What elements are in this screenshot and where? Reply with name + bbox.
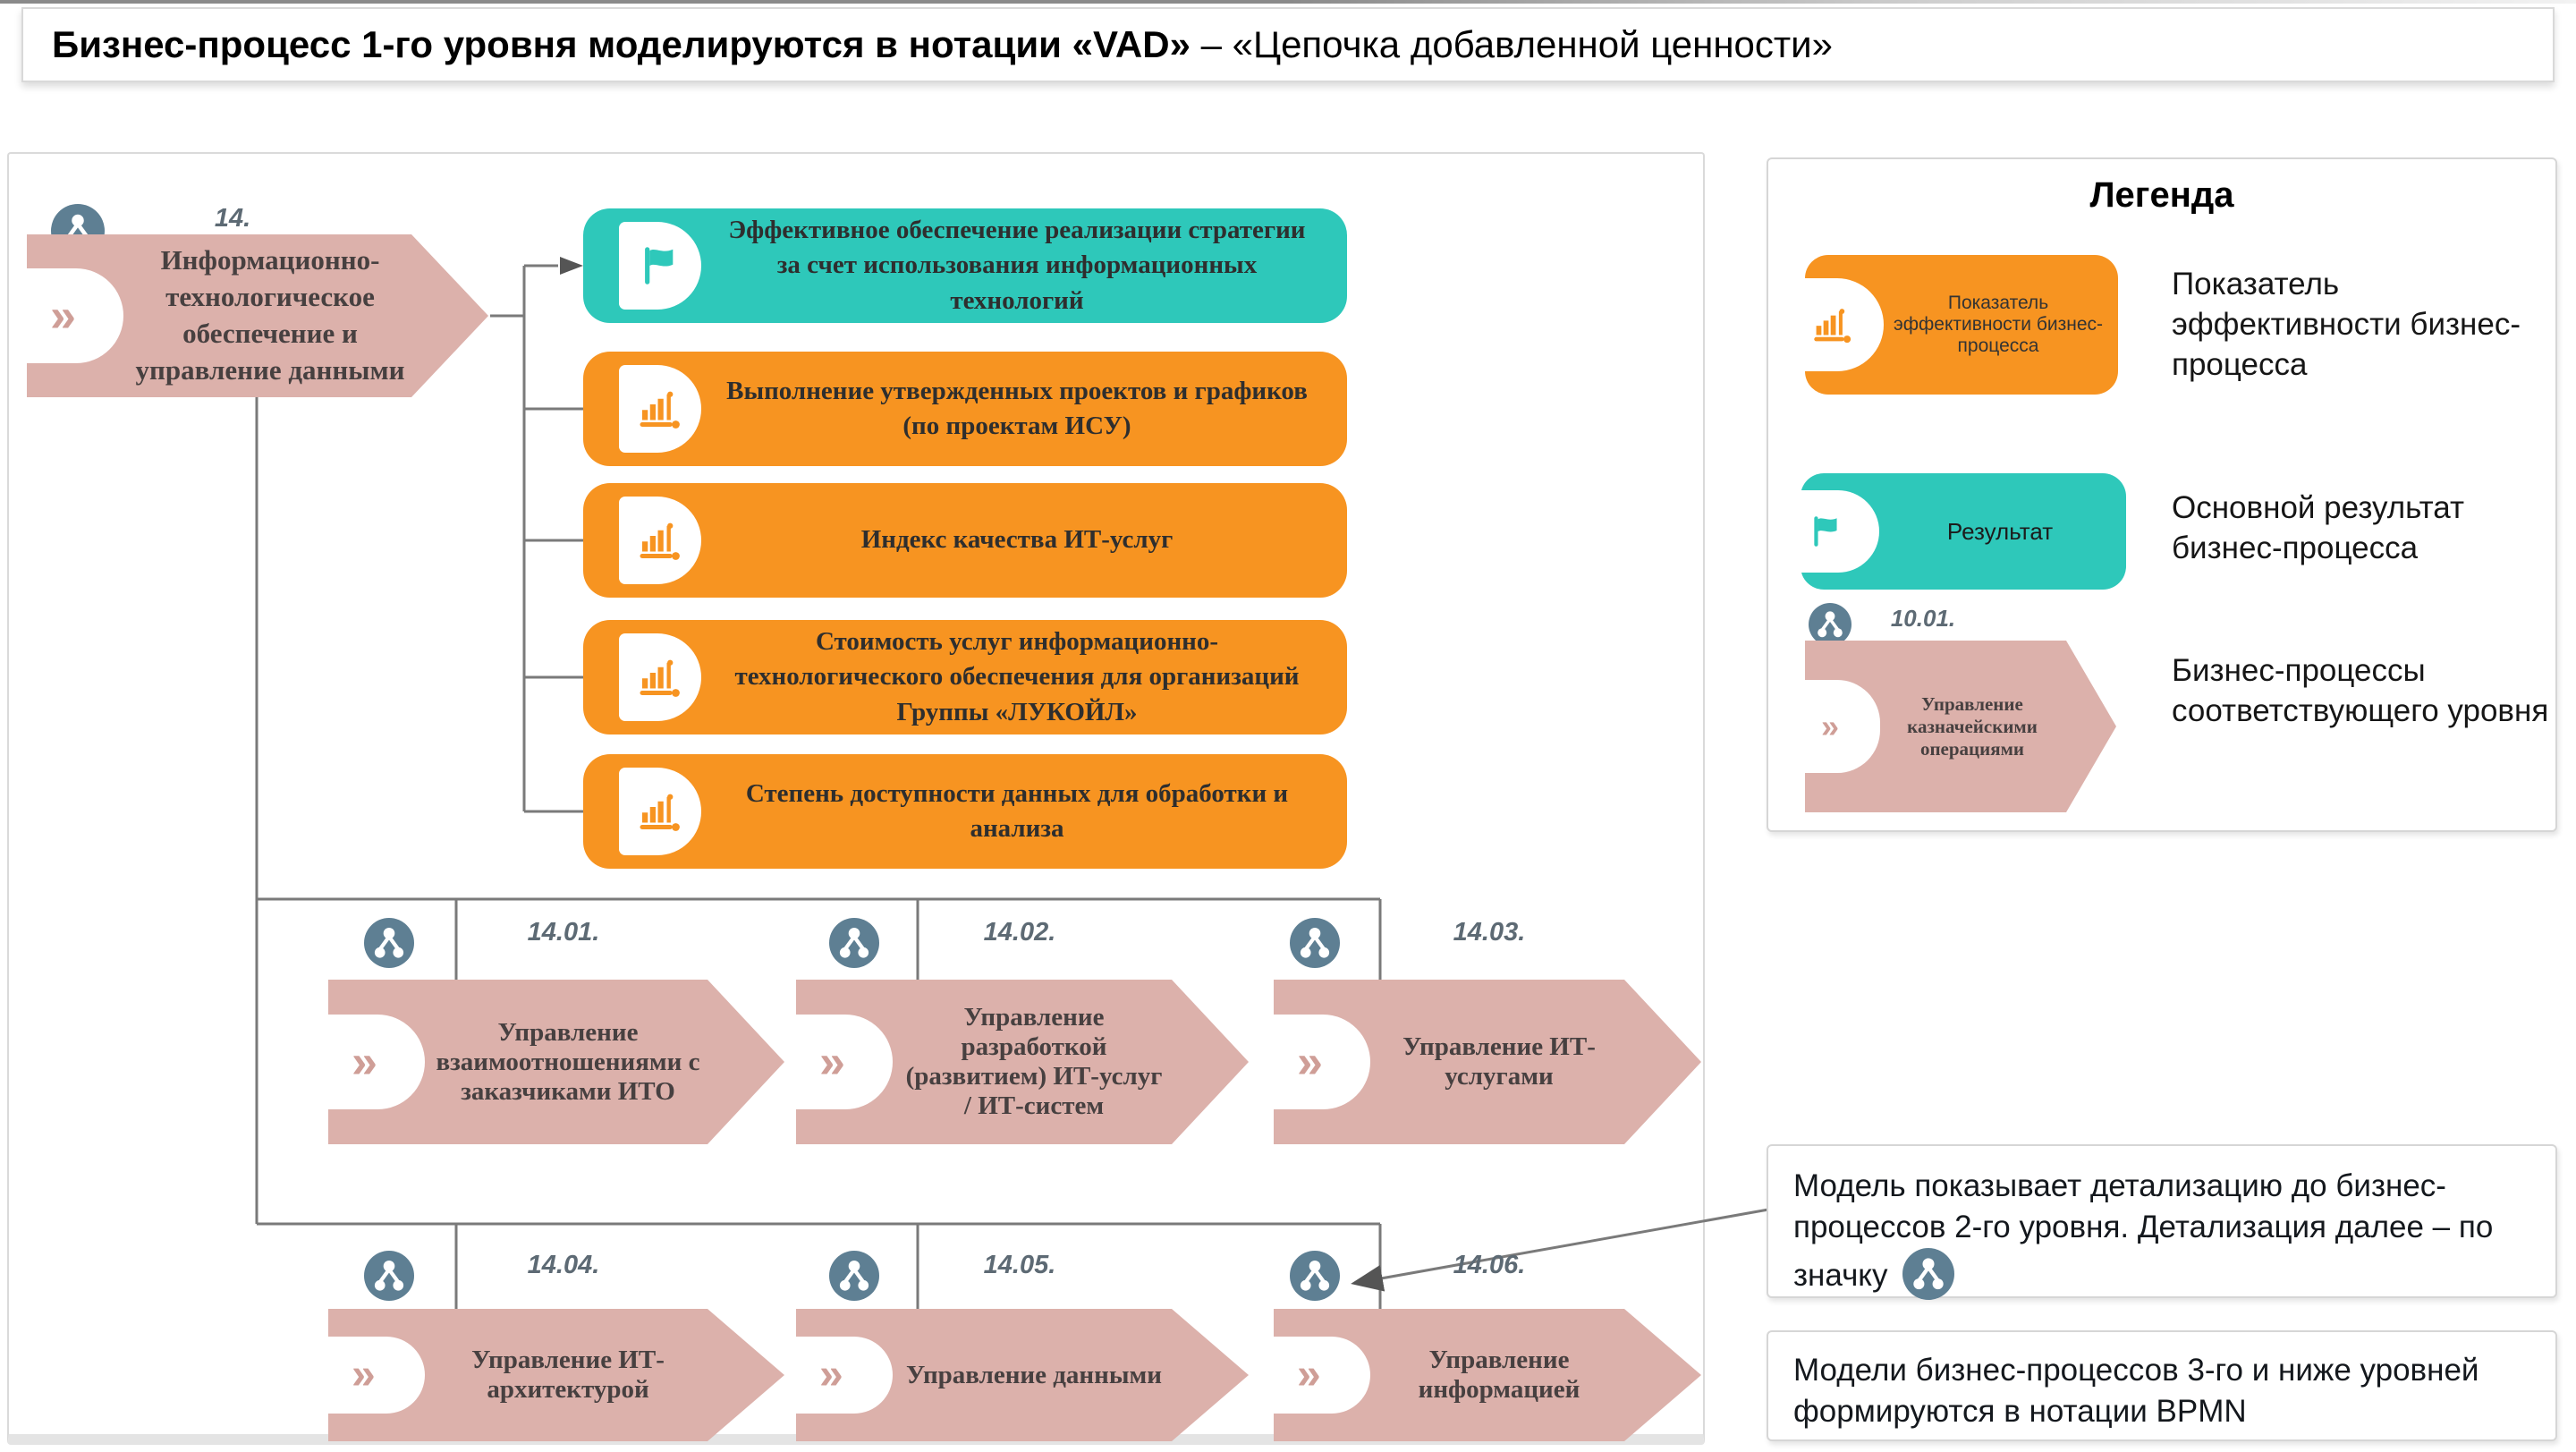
result-block: Эффективное обеспечение реализации страт… (583, 208, 1347, 323)
kpi-text: Степень доступности данных для обработки… (745, 778, 1289, 843)
kpi-block: Стоимость услуг информационно-технологич… (583, 620, 1347, 734)
kpi-block: Индекс качества ИТ-услуг (583, 483, 1347, 598)
legend-process-description: Бизнес-процессы соответствующего уровня (2172, 653, 2549, 728)
legend-title: Легенда (2089, 175, 2234, 215)
kpi-text: Индекс качества ИТ-услуг (860, 525, 1174, 555)
process-arrow-root: » Информационно-технологическое обеспече… (27, 234, 488, 397)
chevron-notch: » (796, 1337, 893, 1414)
legend-process-sample-label: Управление казначейскими операциями (1907, 692, 2038, 760)
bar-chart-icon (619, 633, 701, 721)
process-label: Управление ИТ-услугами (1402, 1032, 1596, 1091)
process-label: Управление данными (906, 1360, 1162, 1389)
subprocess-number: 14.04. (527, 1251, 600, 1279)
chevron-notch: » (796, 1015, 893, 1110)
detail-icon[interactable] (829, 918, 879, 972)
note-bpmn-text: Модели бизнес-процессов 3-го и ниже уров… (1793, 1353, 2479, 1430)
double-chevron-icon: » (352, 1035, 377, 1088)
double-chevron-icon: » (1297, 1350, 1321, 1398)
kpi-block: Степень доступности данных для обработки… (583, 754, 1347, 869)
double-chevron-icon: » (50, 289, 76, 342)
process-arrow: » Управление ИТ-архитектурой (328, 1309, 784, 1441)
subprocess-number: 14.01. (527, 918, 600, 947)
flag-icon (1801, 490, 1879, 573)
process-label: Управление информацией (1418, 1346, 1580, 1404)
window-top-edge (0, 0, 2576, 4)
process-arrow: » Управление информацией (1274, 1309, 1701, 1441)
kpi-block: Выполнение утвержденных проектов и графи… (583, 352, 1347, 466)
double-chevron-icon: » (819, 1035, 845, 1088)
bar-chart-icon (619, 768, 701, 855)
kpi-text: Стоимость услуг информационно-технологич… (734, 627, 1300, 726)
subprocess-number: 14.03. (1453, 918, 1526, 947)
detail-icon[interactable] (1290, 1251, 1340, 1305)
double-chevron-icon: » (819, 1350, 843, 1398)
flag-icon (619, 222, 701, 310)
subprocess-number: 14.06. (1453, 1251, 1526, 1279)
root-process-number: 14. (214, 204, 251, 233)
detail-icon[interactable] (1809, 603, 1852, 650)
double-chevron-icon: » (1297, 1035, 1323, 1088)
bar-chart-icon (619, 365, 701, 453)
detail-icon (1902, 1248, 1954, 1304)
detail-icon[interactable] (364, 1251, 414, 1305)
note-box-bpmn: Модели бизнес-процессов 3-го и ниже уров… (1767, 1330, 2557, 1441)
double-chevron-icon: » (352, 1350, 376, 1398)
chevron-notch: » (27, 268, 123, 363)
kpi-text: Выполнение утвержденных проектов и графи… (726, 376, 1308, 440)
legend-process-number: 10.01. (1890, 605, 1956, 632)
slide-title-bold: Бизнес-процесс 1-го уровня моделируются … (52, 23, 1191, 65)
chevron-notch: » (1274, 1337, 1370, 1414)
double-chevron-icon: » (1821, 707, 1840, 744)
bar-chart-icon (1805, 278, 1884, 371)
chevron-notch: » (1274, 1015, 1370, 1110)
process-label: Управление взаимоотношениями с заказчика… (436, 1017, 700, 1106)
detail-icon[interactable] (829, 1251, 879, 1305)
process-label: Информационно-технологическое обеспечени… (135, 244, 405, 386)
process-label: Управление разработкой (развитием) ИТ-ус… (905, 1003, 1163, 1120)
slide-title-normal: – «Цепочка добавленной ценности» (1190, 23, 1833, 65)
chevron-notch: » (328, 1337, 425, 1414)
subprocess-number: 14.05. (983, 1251, 1056, 1279)
process-label: Управление ИТ-архитектурой (471, 1346, 665, 1404)
legend-process-sample: » Управление казначейскими операциями (1805, 641, 2116, 812)
legend-kpi-sample: Показатель эффективности бизнес-процесса (1805, 255, 2118, 395)
process-arrow: » Управление ИТ-услугами (1274, 980, 1701, 1144)
bar-chart-icon (619, 497, 701, 584)
subprocess-number: 14.02. (983, 918, 1056, 947)
chevron-notch: » (328, 1015, 425, 1110)
note-box-detailing: Модель показывает детализацию до бизнес-… (1767, 1144, 2557, 1301)
note-detailing-text: Модель показывает детализацию до бизнес-… (1793, 1168, 2494, 1294)
legend-result-sample: Результат (1801, 473, 2126, 590)
legend-kpi-description: Показатель эффективности бизнес-процесса (2172, 267, 2521, 382)
chevron-notch: » (1805, 680, 1880, 773)
legend-kpi-sample-label: Показатель эффективности бизнес-процесса (1894, 293, 2103, 356)
process-arrow: » Управление данными (796, 1309, 1249, 1441)
slide-title-bar: Бизнес-процесс 1-го уровня моделируются … (21, 7, 2555, 82)
process-arrow: » Управление разработкой (развитием) ИТ-… (796, 980, 1249, 1144)
detail-icon[interactable] (1290, 918, 1340, 972)
legend-result-description: Основной результат бизнес-процесса (2172, 490, 2465, 565)
result-text: Эффективное обеспечение реализации страт… (728, 216, 1306, 315)
process-arrow: » Управление взаимоотношениями с заказчи… (328, 980, 784, 1144)
legend-result-sample-label: Результат (1946, 517, 2054, 545)
detail-icon[interactable] (364, 918, 414, 972)
